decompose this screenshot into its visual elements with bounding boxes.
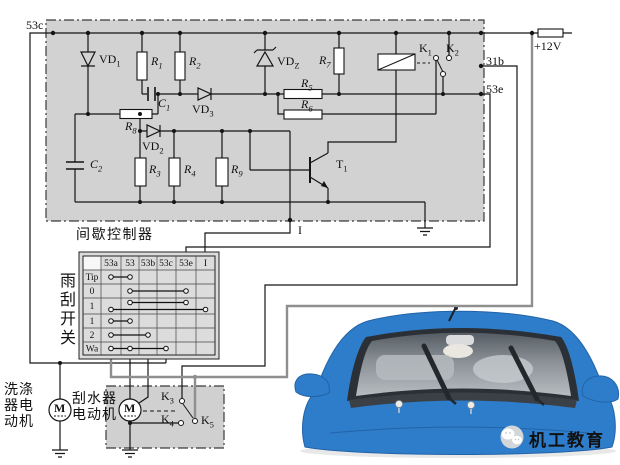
ground-controller	[417, 227, 433, 236]
diode-vd3	[197, 87, 213, 101]
car-antenna	[448, 308, 456, 322]
table-contact-dot	[127, 288, 133, 294]
relay-coil-diagonal	[377, 53, 416, 71]
resistor-r8	[119, 108, 153, 120]
wire-relay	[327, 33, 397, 153]
diode-vd1	[80, 51, 96, 68]
contact-arm	[440, 71, 446, 77]
table-contact-dot	[108, 306, 114, 313]
resistor-r6	[283, 109, 323, 120]
capacitor-c1	[147, 87, 156, 101]
diode-vd2	[146, 124, 162, 138]
table-contact-dot	[127, 299, 133, 306]
table-contact-dot	[108, 318, 114, 324]
ground-symbols	[52, 227, 433, 458]
car-rearview-mirror	[446, 335, 474, 345]
resistor-r3	[134, 157, 147, 187]
table-contact-dot	[127, 274, 133, 280]
transistor-t1	[309, 152, 329, 202]
car-wiper-right	[508, 345, 540, 402]
table-contact-dot	[183, 288, 189, 294]
table-header-53a: 53a	[104, 259, 119, 269]
components	[119, 28, 564, 187]
wire-53b-motor	[138, 359, 149, 404]
resistor-r4	[168, 157, 181, 187]
zener-vdz	[253, 46, 277, 67]
resistor-r1	[136, 51, 148, 81]
wire-31b-k3	[181, 65, 518, 398]
park-contacts	[178, 398, 198, 426]
car-wiper-right-arm	[536, 398, 545, 406]
resistor-r2	[174, 51, 186, 81]
ground-wiper	[122, 449, 138, 458]
table-header-53c: 53c	[159, 259, 173, 269]
wiper-motor-symbol	[118, 398, 142, 422]
table-contact-dot	[108, 274, 114, 280]
table-contact-dot	[127, 345, 133, 352]
contact-k1	[433, 55, 439, 61]
car-dome	[443, 344, 473, 358]
table-row-label: 0	[90, 287, 95, 297]
table-contact-dot	[183, 299, 189, 306]
wire-bottom-rail	[75, 201, 426, 228]
car-wiper-left-arm	[448, 397, 457, 405]
contact-k2	[446, 55, 452, 61]
table-contact-dot	[163, 345, 169, 352]
wire-53c-net	[29, 32, 167, 399]
table-header-53b: 53b	[141, 259, 156, 269]
car-cowl	[349, 392, 577, 408]
table-contact-dot	[202, 306, 209, 313]
table-contact-dot	[145, 332, 151, 338]
car-washer-nozzles	[395, 400, 475, 414]
emitter-arrow	[321, 181, 328, 188]
car-hood-line	[329, 426, 590, 434]
table-row-label: Wa	[86, 345, 99, 355]
relay-contacts	[433, 55, 452, 77]
diodes	[66, 46, 277, 170]
watermark-icon	[500, 425, 524, 449]
car-dashboard	[376, 355, 454, 380]
table-corner-cell	[83, 256, 101, 270]
junction-k5-12v	[192, 374, 198, 380]
resistor-r7	[333, 47, 345, 75]
table-contact-dot	[108, 332, 114, 338]
resistor-r5	[283, 88, 323, 100]
junction-dots	[50, 30, 535, 425]
wire-53e	[185, 93, 491, 252]
car-mirror-left	[294, 373, 330, 398]
table-row-label: Tip	[86, 273, 99, 283]
resistor-r9	[215, 157, 229, 187]
capacitor-c2	[66, 161, 84, 170]
contact-k5	[192, 418, 198, 424]
washer-motor-symbol	[48, 398, 72, 422]
motors	[48, 398, 142, 422]
wire-r8-c2	[74, 94, 159, 202]
table-header-53e: 53e	[179, 259, 193, 269]
table-contact-dot	[108, 345, 114, 352]
wire-12v-net	[109, 33, 534, 418]
table-row-label: 2	[90, 331, 95, 341]
table-header-53: 53	[125, 259, 135, 269]
table-header-I: I	[204, 259, 207, 269]
wire-node131	[140, 130, 291, 220]
table-row-label: 1	[90, 302, 95, 312]
car-mirror-right	[581, 375, 620, 403]
table-contact-dot	[127, 318, 133, 324]
contact-k4	[178, 420, 184, 426]
wire-r-bottoms	[139, 186, 223, 202]
wire-r6-row	[277, 94, 436, 115]
contact-k3	[179, 398, 185, 404]
car-image	[294, 306, 620, 458]
fuse	[537, 28, 564, 38]
table-row-label: 1	[90, 317, 95, 327]
wire-i	[204, 220, 291, 252]
car-wiper-left	[421, 343, 452, 401]
ground-washer	[52, 449, 68, 458]
